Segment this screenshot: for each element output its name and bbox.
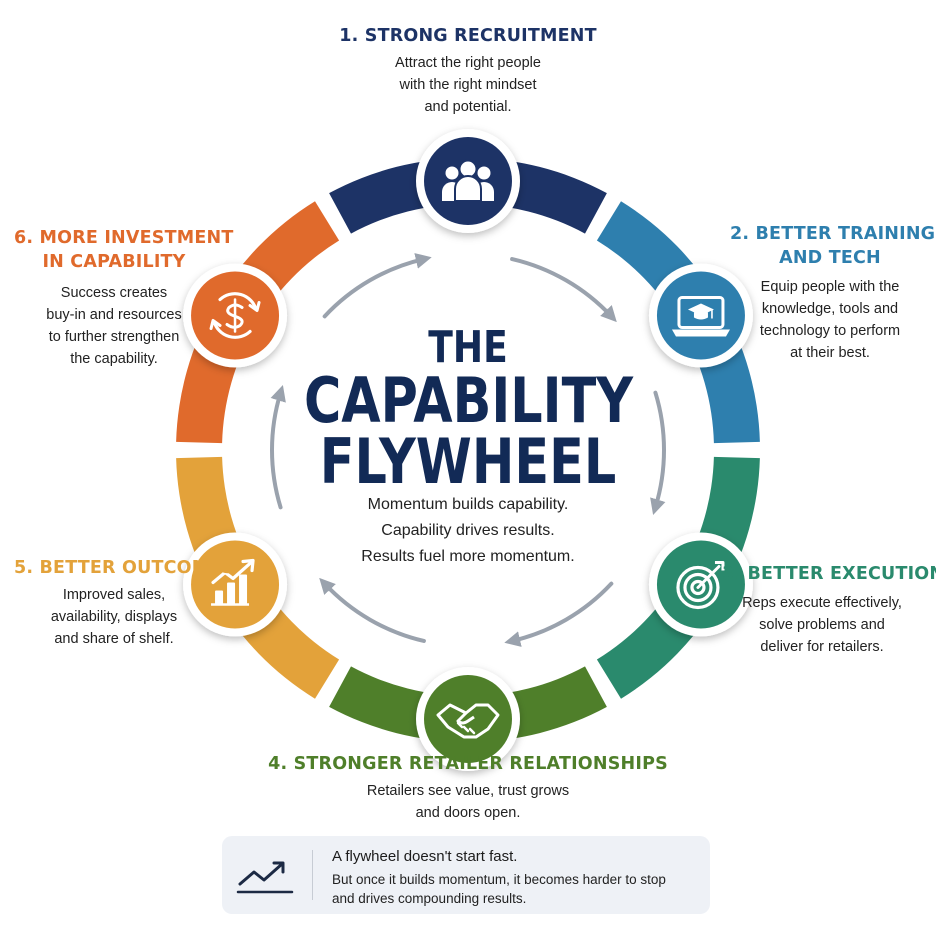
- note-headline: A flywheel doesn't start fast.: [332, 848, 518, 865]
- node-outcomes: [183, 532, 288, 637]
- trend-line-icon: [236, 861, 294, 894]
- step-1-desc-line2: with the right mindset: [399, 77, 537, 93]
- step-6-title-line1: 6. MORE INVESTMENT: [14, 228, 234, 248]
- note-divider: [312, 850, 313, 900]
- step-3-desc-line3: deliver for retailers.: [760, 639, 884, 655]
- flow-arrow-6: [322, 253, 432, 319]
- node-relationships: [416, 667, 520, 771]
- growth-chart-icon: [211, 558, 255, 606]
- center-subtitle-line1: Momentum builds capability.: [367, 496, 569, 513]
- step-1-desc-line1: Attract the right people: [395, 55, 541, 71]
- center-title-line2: CAPABILITY: [304, 364, 634, 437]
- handshake-icon: [436, 703, 500, 739]
- node-execution: [648, 532, 753, 637]
- step-2-desc-line1: Equip people with the: [760, 279, 900, 295]
- step-6-desc-line1: Success creates: [60, 285, 168, 301]
- step-3-desc-line1: Reps execute effectively,: [742, 595, 902, 611]
- step-3-title: 3. BETTER EXECUTION: [722, 564, 936, 584]
- node-investment: [183, 263, 288, 368]
- step-1-title: 1. STRONG RECRUITMENT: [339, 26, 597, 46]
- step-5-title: 5. BETTER OUTCOMES: [14, 558, 235, 578]
- flow-arrow-4: [319, 577, 426, 643]
- flow-arrow-3: [504, 581, 614, 647]
- step-nodes: [183, 129, 753, 771]
- flow-arrow-5: [270, 385, 286, 510]
- center-title-line3: FLYWHEEL: [319, 425, 617, 498]
- step-5-desc-line3: and share of shelf.: [54, 631, 174, 647]
- flow-arrow-2: [650, 390, 666, 515]
- momentum-note: A flywheel doesn't start fast. But once …: [222, 836, 710, 914]
- step-2-title-line2: AND TECH: [779, 248, 881, 268]
- step-2-desc-line2: knowledge, tools and: [761, 301, 899, 317]
- step-1-desc-line3: and potential.: [424, 99, 512, 115]
- flow-arrows: [270, 253, 666, 647]
- flow-arrow-1: [510, 257, 617, 323]
- node-training: [648, 263, 753, 368]
- center-subtitle-line3: Results fuel more momentum.: [361, 548, 575, 565]
- step-4-desc-line2: and doors open.: [415, 805, 521, 821]
- step-2-title-line1: 2. BETTER TRAINING: [730, 224, 936, 244]
- step-6-desc-line2: buy-in and resources: [46, 307, 182, 323]
- node-recruitment: [416, 129, 520, 233]
- step-3-desc-line2: solve problems and: [759, 617, 885, 633]
- step-5-desc-line2: availability, displays: [50, 609, 178, 625]
- step-2-desc-line3: technology to perform: [759, 323, 901, 339]
- center-title-line1: THE: [428, 322, 508, 373]
- note-body-line2: and drives compounding results.: [332, 891, 527, 906]
- step-6-desc-line4: the capability.: [70, 351, 158, 367]
- people-icon: [442, 159, 494, 202]
- note-body-line1: But once it builds momentum, it becomes …: [332, 872, 666, 887]
- step-2-desc-line4: at their best.: [790, 345, 870, 361]
- dollar-cycle-icon: [209, 292, 261, 339]
- step-4-title: 4. STRONGER RETAILER RELATIONSHIPS: [268, 754, 668, 774]
- step-6-desc-line3: to further strengthen: [48, 329, 180, 345]
- target-icon: [676, 561, 725, 610]
- center-subtitle-line2: Capability drives results.: [381, 522, 555, 539]
- step-4-desc-line1: Retailers see value, trust grows: [366, 783, 570, 799]
- step-5-desc-line1: Improved sales,: [62, 587, 166, 603]
- step-6-title-line2: IN CAPABILITY: [42, 252, 186, 272]
- laptop-graduation-icon: [671, 296, 730, 337]
